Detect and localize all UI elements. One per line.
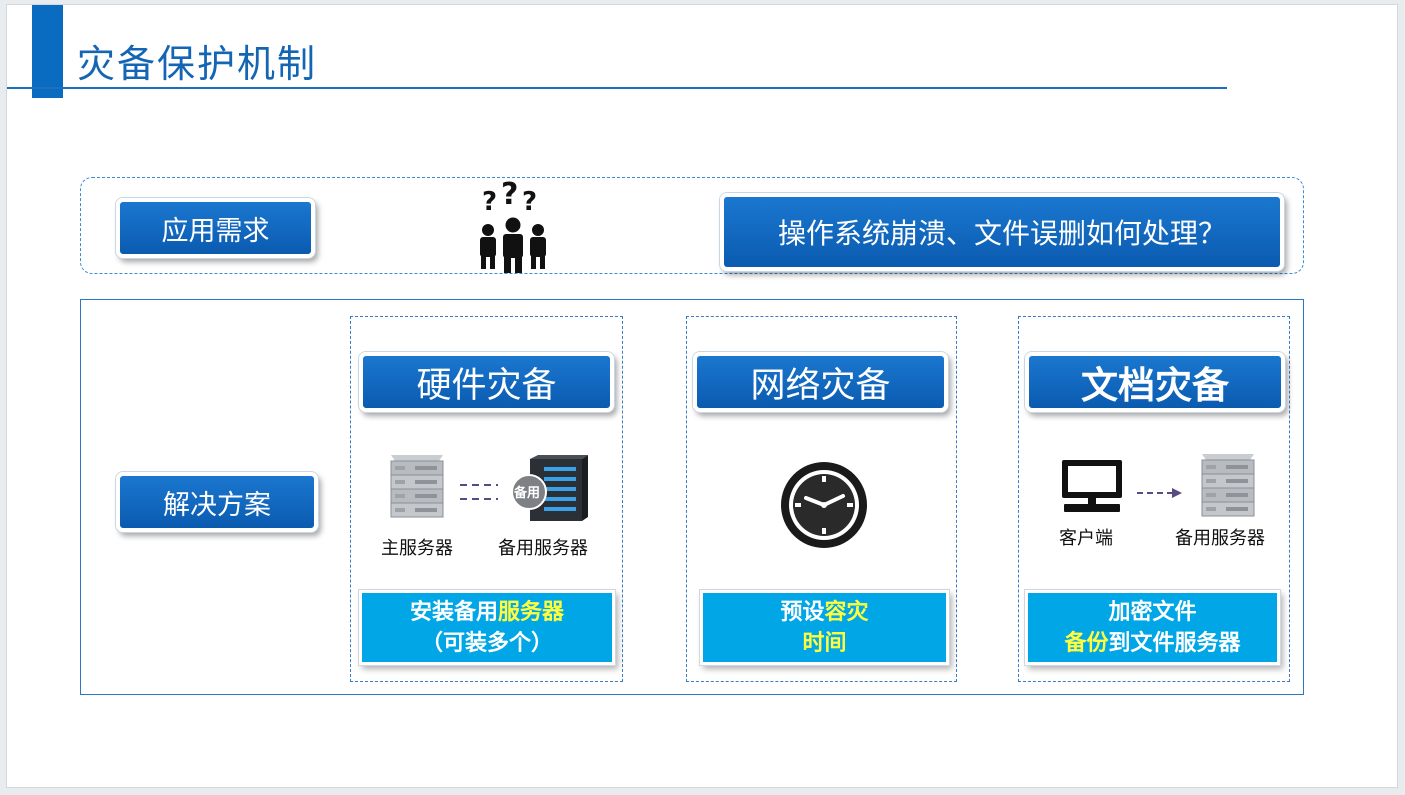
network-note-line2: 时间 <box>802 629 847 656</box>
need-question: 操作系统崩溃、文件误删如何处理？ <box>720 193 1284 271</box>
need-row <box>80 177 1304 274</box>
server-icon <box>1201 454 1255 517</box>
client-caption: 客户端 <box>1059 528 1113 549</box>
server-icon <box>390 455 444 518</box>
solution-row <box>80 299 1304 695</box>
network-column <box>686 316 957 682</box>
hardware-note-prefix: 安装备用 <box>409 598 498 625</box>
svg-text:?: ? <box>501 177 518 212</box>
backup-badge: 备用 <box>514 486 541 501</box>
title-accent-bar <box>32 5 63 98</box>
hardware-column <box>350 316 623 682</box>
document-note-highlight: 备份 <box>1064 629 1109 656</box>
network-note: 预设容灾 时间 <box>700 590 949 665</box>
backup-server-icon <box>511 455 588 521</box>
need-label: 应用需求 <box>116 198 315 258</box>
network-heading: 网络灾备 <box>693 352 948 412</box>
document-server-caption: 备用服务器 <box>1175 528 1265 549</box>
document-heading: 文档灾备 <box>1025 352 1285 412</box>
svg-text:?: ? <box>482 187 497 217</box>
document-column <box>1018 316 1290 682</box>
client-computer-icon <box>1062 460 1122 512</box>
network-note-prefix: 预设 <box>780 598 825 625</box>
arrow-icon <box>1137 488 1182 498</box>
clock-icon <box>781 462 867 548</box>
confused-people-icon: ? ? ? <box>480 177 546 273</box>
document-note-line1: 加密文件 <box>1108 598 1197 625</box>
page-title: 灾备保护机制 <box>77 42 318 86</box>
hardware-note: 安装备用服务器 （可装多个） <box>359 590 615 665</box>
hardware-heading: 硬件灾备 <box>359 352 614 412</box>
hardware-note-highlight: 服务器 <box>498 598 565 625</box>
title-underline <box>7 87 1227 89</box>
main-server-caption: 主服务器 <box>381 538 453 559</box>
document-note: 加密文件 备份到文件服务器 <box>1025 590 1280 665</box>
hardware-note-line2: （可装多个） <box>420 629 553 656</box>
svg-text:?: ? <box>522 187 537 217</box>
link-dashes <box>460 484 498 500</box>
document-note-suffix: 到文件服务器 <box>1108 629 1241 656</box>
network-note-highlight: 容灾 <box>824 598 869 625</box>
solution-label: 解决方案 <box>116 472 318 532</box>
backup-server-caption: 备用服务器 <box>498 538 588 559</box>
